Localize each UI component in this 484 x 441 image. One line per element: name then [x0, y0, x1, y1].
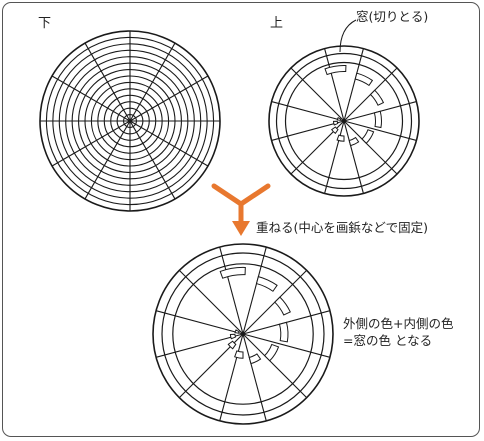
sector-line [290, 67, 345, 122]
window-slot [369, 89, 385, 106]
sector-line [129, 120, 209, 167]
ring [284, 61, 404, 181]
top-disk-label: 上 [270, 16, 284, 31]
window-slot [263, 343, 280, 362]
sector-line [129, 75, 209, 122]
window-slot [255, 276, 278, 292]
sector-line [129, 42, 176, 122]
sector-line [271, 120, 345, 141]
sector-line [219, 246, 244, 335]
sector-line [242, 333, 267, 422]
sector-line [343, 120, 417, 141]
merge-arrow-icon [211, 183, 271, 236]
result-note-line1: 外側の色+内側の色 [343, 316, 454, 331]
window-slot [332, 120, 339, 126]
sector-line [271, 101, 345, 122]
result-note-line2: =窓の色 となる [343, 333, 433, 348]
window-slot [331, 126, 339, 134]
arrow-branch-right [238, 183, 271, 207]
window-slot [248, 353, 262, 365]
ring [275, 52, 413, 190]
sector-line [242, 246, 267, 335]
overlap-step-label: 重ねる(中心を画鋲などで固定) [256, 220, 429, 235]
sector-line [84, 120, 131, 200]
window-slot [234, 350, 244, 359]
window-callout-line [339, 19, 357, 53]
sector-line [242, 333, 331, 358]
window-callout-label: 窓(切りとる) [356, 9, 429, 24]
sector-line [343, 48, 364, 122]
sector-line [51, 120, 131, 167]
sector-line [324, 48, 345, 122]
window-slot [348, 136, 360, 147]
window-slot [373, 110, 382, 129]
window-slot [336, 116, 342, 121]
sector-line [219, 333, 244, 422]
sector-line [155, 310, 244, 335]
sector-line [343, 120, 398, 175]
window-slot [278, 321, 289, 343]
arrow-branch-left [211, 183, 244, 207]
bottom-disk [39, 30, 221, 212]
sector-line [343, 120, 364, 194]
sector-line [324, 120, 345, 194]
top-disk [268, 45, 420, 197]
arrow-head [232, 221, 250, 236]
sector-line [51, 75, 131, 122]
window-slot [336, 134, 345, 142]
sector-line [155, 333, 244, 358]
overlapped-disk [152, 243, 334, 425]
panel-frame [2, 2, 480, 437]
window-slot [227, 340, 237, 350]
sector-line [178, 269, 244, 335]
window-slot [354, 72, 374, 87]
window-slot [234, 329, 240, 334]
window-slot [219, 266, 246, 279]
ring [172, 263, 314, 405]
window-slot [274, 296, 291, 316]
window-slot [229, 333, 237, 340]
window-slot [324, 65, 347, 76]
window-slot [361, 129, 375, 144]
sector-line [242, 333, 308, 399]
sector-line [84, 42, 131, 122]
bottom-disk-label: 下 [38, 16, 52, 31]
ring [161, 252, 325, 416]
sector-line [129, 120, 176, 200]
